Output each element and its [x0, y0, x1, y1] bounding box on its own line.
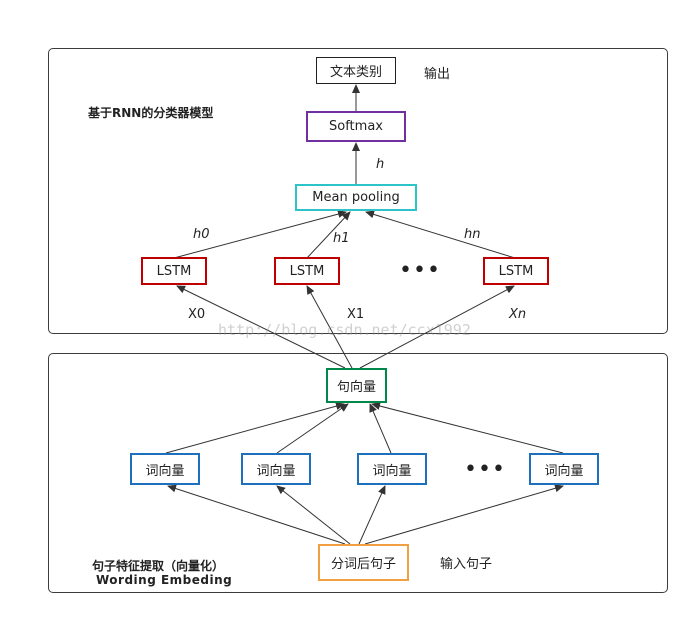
lstm-ellipsis: ••• — [399, 258, 441, 283]
sentence-feature-title-en: Wording Embeding — [96, 573, 233, 587]
lstm-box-0: LSTM — [141, 257, 207, 285]
hidden-label-h0: h0 — [193, 227, 210, 242]
text-category-box: 文本类别 — [316, 57, 396, 84]
arrow-sentence-to-lstm1 — [306, 285, 353, 369]
softmax-box: Softmax — [306, 111, 406, 142]
word-vector-box-3: 词向量 — [529, 453, 599, 485]
input-label-x1: X1 — [347, 307, 365, 322]
sentence-feature-panel — [48, 353, 668, 593]
watermark-text: http://blog.csdn.net/ccx1992 — [218, 321, 471, 339]
sentence-vector-box: 句向量 — [326, 368, 387, 403]
hidden-label-hn: hn — [464, 227, 481, 242]
word-vector-box-1: 词向量 — [241, 453, 311, 485]
arrow-segmented-to-word1 — [276, 485, 351, 545]
classifier-model-panel — [48, 48, 668, 334]
arrow-sentence-to-lstm0 — [176, 285, 346, 369]
segmented-sentence-box: 分词后句子 — [318, 544, 409, 581]
lstm-box-1: LSTM — [274, 257, 340, 285]
arrow-word3-to-sentence — [371, 402, 564, 454]
arrow-word1-to-sentence — [276, 403, 349, 454]
word-vector-box-2: 词向量 — [357, 453, 427, 485]
arrow-lstm0-to-pooling — [173, 210, 347, 259]
hidden-label-h1: h1 — [333, 231, 350, 246]
arrow-lstm1-to-pooling — [306, 211, 351, 259]
h-label: h — [376, 157, 385, 172]
arrow-lstmn-to-pooling — [365, 210, 516, 259]
arrow-word0-to-sentence — [165, 402, 345, 454]
word-vector-ellipsis: ••• — [464, 457, 506, 482]
arrow-word2-to-sentence — [369, 403, 392, 454]
output-label: 输出 — [424, 67, 451, 82]
arrow-sentence-to-lstmn — [359, 285, 515, 369]
arrow-segmented-to-word3 — [364, 484, 564, 545]
classifier-title: 基于RNN的分类器模型 — [88, 106, 214, 120]
input-label-xn: Xn — [509, 307, 527, 322]
input-sentence-label: 输入句子 — [440, 557, 493, 572]
mean-pooling-box: Mean pooling — [295, 184, 417, 211]
input-label-x0: X0 — [188, 307, 206, 322]
arrow-segmented-to-word2 — [358, 485, 386, 545]
word-vector-box-0: 词向量 — [130, 453, 200, 485]
arrow-segmented-to-word0 — [167, 484, 346, 545]
lstm-box-n: LSTM — [483, 257, 549, 285]
sentence-feature-title-cn: 句子特征提取（向量化） — [92, 559, 225, 573]
